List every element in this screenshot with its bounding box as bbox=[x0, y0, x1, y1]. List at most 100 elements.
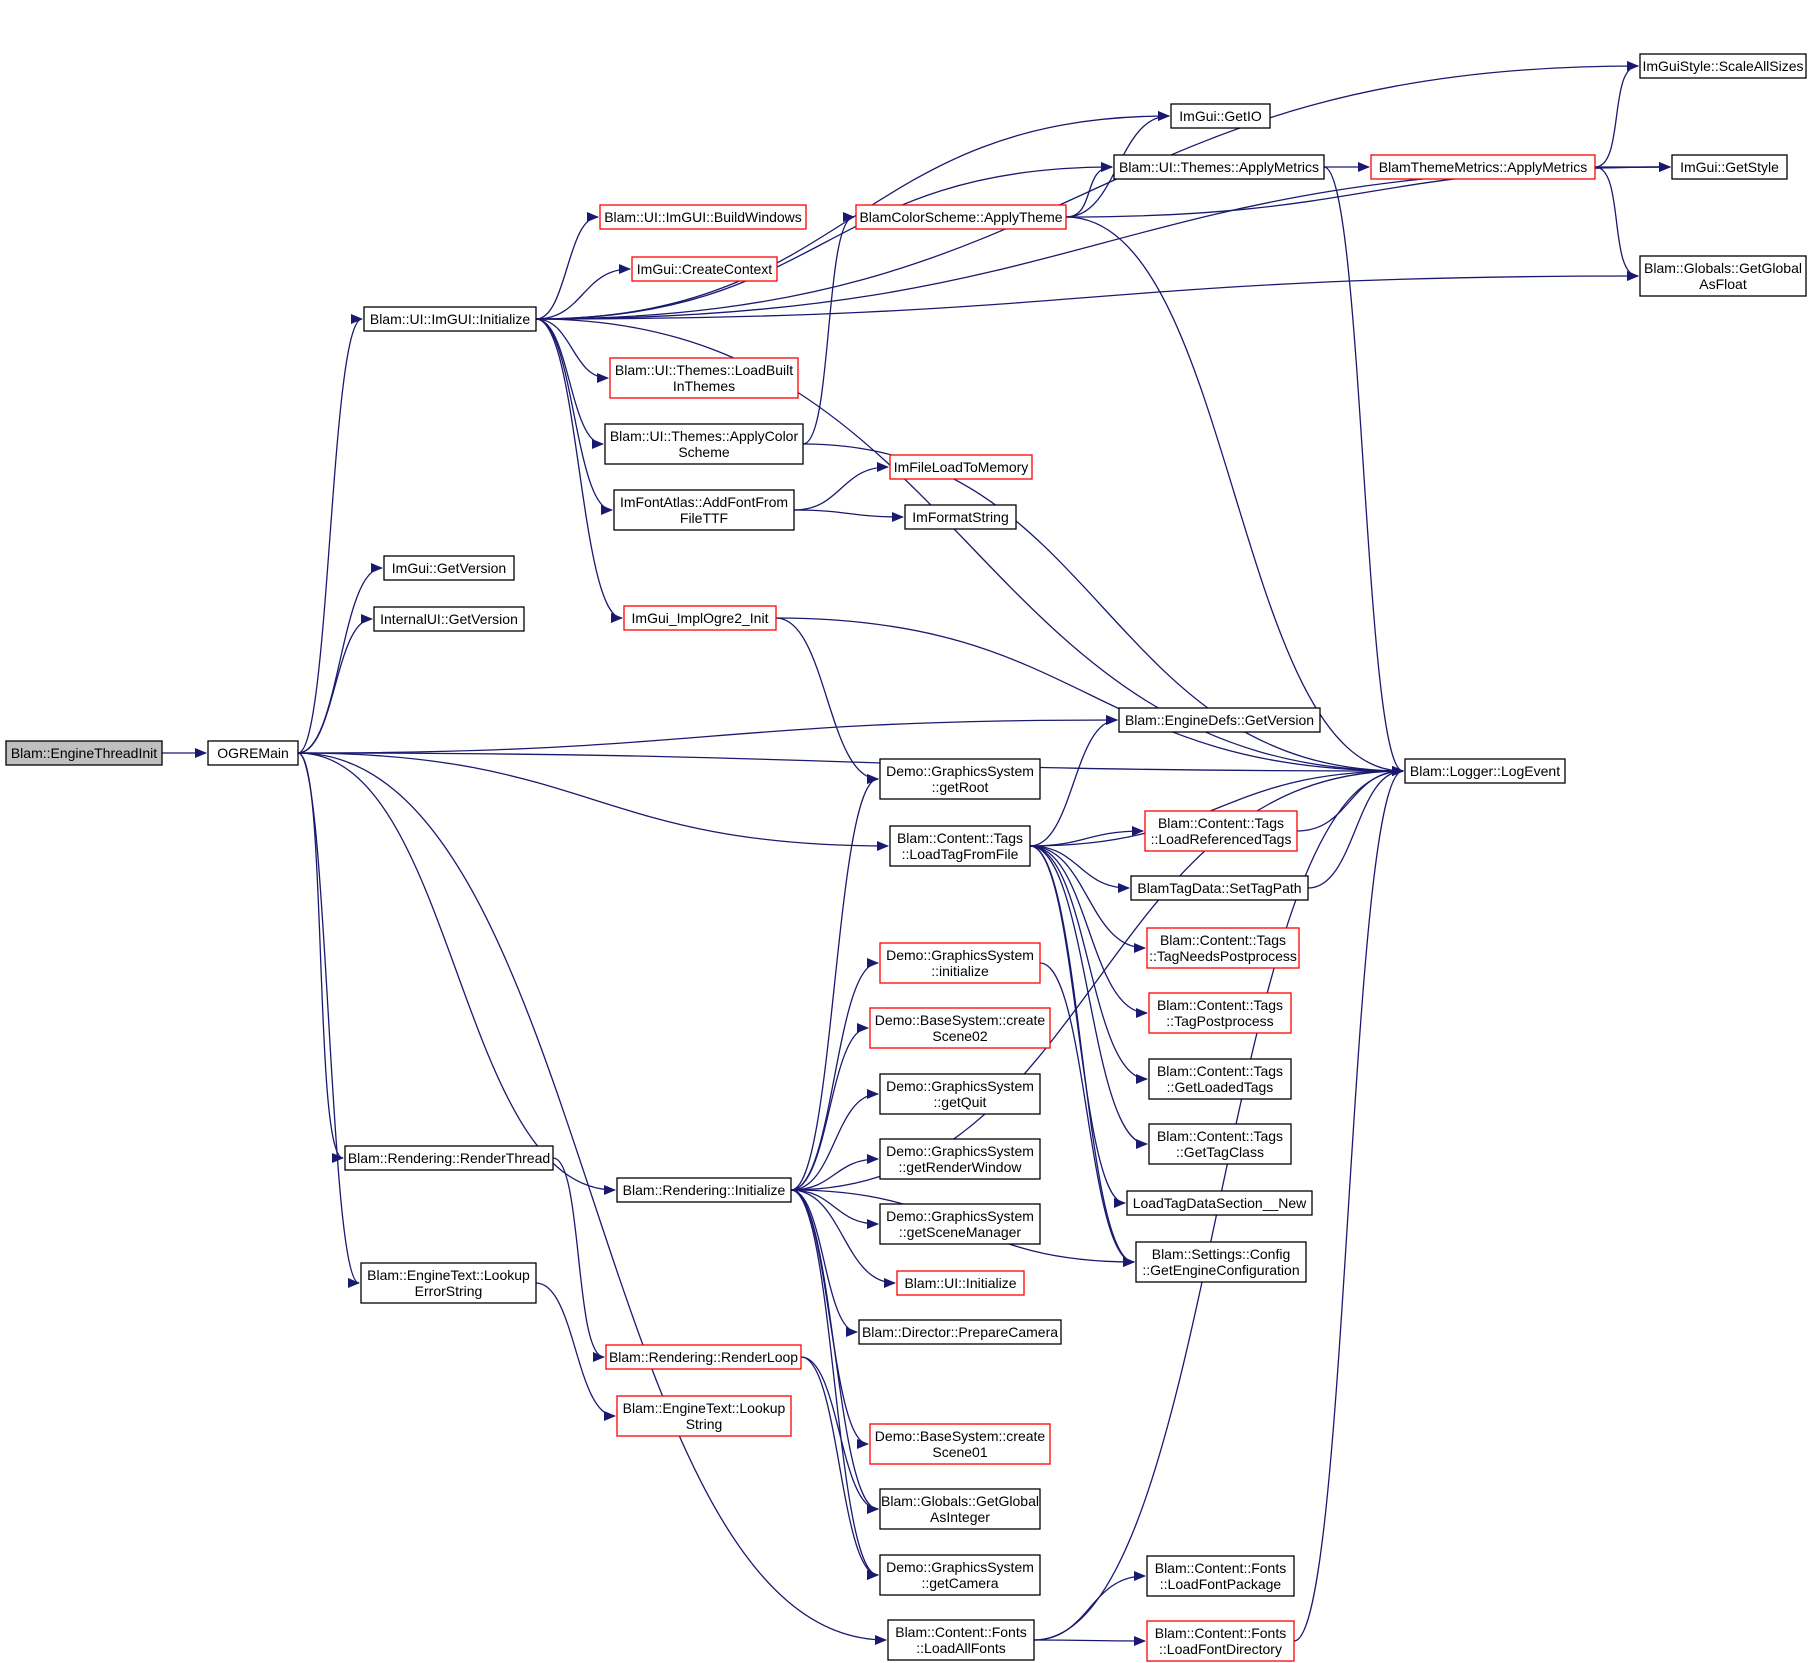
node-label: Blam::UI::Themes::ApplyColor bbox=[610, 428, 799, 444]
call-edge bbox=[1029, 845, 1148, 1084]
node-label: Blam::Content::Tags bbox=[1160, 932, 1286, 948]
graph-node-imgui-getversion[interactable]: ImGui::GetVersion bbox=[383, 555, 515, 581]
node-label: String bbox=[686, 1416, 723, 1432]
node-label: Blam::Content::Fonts bbox=[895, 1624, 1027, 1640]
call-edge bbox=[790, 1023, 869, 1191]
graph-node-internalui-getversion[interactable]: InternalUI::GetVersion bbox=[373, 606, 525, 632]
node-label: Demo::BaseSystem::create bbox=[875, 1428, 1046, 1444]
call-edge bbox=[1307, 766, 1404, 889]
graph-node-ui-initialize[interactable]: Blam::UI::Initialize bbox=[896, 1270, 1025, 1296]
call-edge bbox=[790, 958, 879, 1191]
call-edge bbox=[297, 752, 889, 851]
node-box bbox=[904, 504, 1017, 530]
graph-node-color-scheme-apply-theme[interactable]: BlamColorScheme::ApplyTheme bbox=[855, 204, 1067, 230]
node-label: BlamColorScheme::ApplyTheme bbox=[859, 209, 1062, 225]
graph-node-imgui-initialize[interactable]: Blam::UI::ImGUI::Initialize bbox=[363, 306, 537, 332]
node-box bbox=[869, 1423, 1051, 1465]
graph-node-get-style[interactable]: ImGui::GetStyle bbox=[1671, 154, 1788, 180]
node-box bbox=[616, 1395, 792, 1437]
graph-node-render-thread[interactable]: Blam::Rendering::RenderThread bbox=[344, 1145, 554, 1171]
graph-node-load-referenced-tags[interactable]: Blam::Content::Tags::LoadReferencedTags bbox=[1144, 810, 1298, 852]
graph-node-gs-get-camera[interactable]: Demo::GraphicsSystem::getCamera bbox=[879, 1554, 1041, 1596]
node-label: AsInteger bbox=[930, 1509, 990, 1525]
graph-node-create-context[interactable]: ImGui::CreateContext bbox=[631, 256, 778, 282]
graph-node-scale-all-sizes[interactable]: ImGuiStyle::ScaleAllSizes bbox=[1639, 53, 1807, 79]
node-label: ::getSceneManager bbox=[899, 1224, 1022, 1240]
graph-node-get-loaded-tags[interactable]: Blam::Content::Tags::GetLoadedTags bbox=[1148, 1058, 1292, 1100]
graph-node-im-file-load[interactable]: ImFileLoadToMemory bbox=[889, 454, 1033, 480]
call-edge bbox=[535, 61, 1639, 320]
graph-node-enginedefs-getversion[interactable]: Blam::EngineDefs::GetVersion bbox=[1118, 707, 1321, 733]
graph-node-load-tag-data-section[interactable]: LoadTagDataSection__New bbox=[1126, 1190, 1313, 1216]
graph-node-im-format-string[interactable]: ImFormatString bbox=[904, 504, 1017, 530]
graph-node-theme-metrics-apply[interactable]: BlamThemeMetrics::ApplyMetrics bbox=[1370, 154, 1596, 180]
node-label: Scene01 bbox=[932, 1444, 987, 1460]
graph-node-gs-get-scene-manager[interactable]: Demo::GraphicsSystem::getSceneManager bbox=[879, 1203, 1041, 1245]
node-box bbox=[383, 555, 515, 581]
graph-node-gs-get-render-window[interactable]: Demo::GraphicsSystem::getRenderWindow bbox=[879, 1138, 1041, 1180]
graph-node-build-windows[interactable]: Blam::UI::ImGUI::BuildWindows bbox=[599, 204, 807, 230]
graph-node-gs-get-root[interactable]: Demo::GraphicsSystem::getRoot bbox=[879, 758, 1041, 800]
node-label: ::getRoot bbox=[932, 779, 989, 795]
call-edge bbox=[1293, 766, 1404, 1642]
graph-node-set-tag-path[interactable]: BlamTagData::SetTagPath bbox=[1130, 875, 1309, 901]
graph-node-tag-needs-postprocess[interactable]: Blam::Content::Tags::TagNeedsPostprocess bbox=[1146, 927, 1300, 969]
node-label: Blam::Rendering::Initialize bbox=[623, 1182, 786, 1198]
node-box bbox=[1135, 1241, 1307, 1283]
graph-node-gs-initialize[interactable]: Demo::GraphicsSystem::initialize bbox=[879, 942, 1041, 984]
node-box bbox=[1118, 707, 1321, 733]
call-edge bbox=[793, 509, 904, 522]
node-label: ImGui::CreateContext bbox=[637, 261, 772, 277]
graph-node-load-tag-from-file[interactable]: Blam::Content::Tags::LoadTagFromFile bbox=[889, 825, 1031, 867]
graph-node-load-font-package[interactable]: Blam::Content::Fonts::LoadFontPackage bbox=[1146, 1555, 1295, 1597]
graph-node-get-engine-configuration[interactable]: Blam::Settings::Config::GetEngineConfigu… bbox=[1135, 1241, 1307, 1283]
graph-node-load-all-fonts[interactable]: Blam::Content::Fonts::LoadAllFonts bbox=[887, 1619, 1035, 1661]
graph-node-impl-ogre2-init[interactable]: ImGui_ImplOgre2_Init bbox=[623, 605, 777, 631]
node-label: FileTTF bbox=[680, 510, 728, 526]
node-box bbox=[879, 1138, 1041, 1180]
call-edge bbox=[793, 462, 889, 511]
node-label: Demo::BaseSystem::create bbox=[875, 1012, 1046, 1028]
graph-node-load-font-directory[interactable]: Blam::Content::Fonts::LoadFontDirectory bbox=[1146, 1620, 1295, 1662]
call-edge bbox=[790, 774, 879, 1191]
graph-node-engine-thread-init[interactable]: Blam::EngineThreadInit bbox=[5, 740, 163, 766]
node-box bbox=[1113, 154, 1325, 180]
call-edge bbox=[790, 1089, 879, 1191]
node-label: Demo::GraphicsSystem bbox=[886, 1559, 1034, 1575]
graph-node-logger-log-event[interactable]: Blam::Logger::LogEvent bbox=[1404, 758, 1566, 784]
node-label: ImGui::GetStyle bbox=[1680, 159, 1779, 175]
call-edge bbox=[535, 318, 1404, 776]
graph-node-tag-postprocess[interactable]: Blam::Content::Tags::TagPostprocess bbox=[1148, 992, 1292, 1034]
graph-node-ogre-main[interactable]: OGREMain bbox=[207, 740, 299, 766]
graph-node-get-tag-class[interactable]: Blam::Content::Tags::GetTagClass bbox=[1148, 1123, 1292, 1165]
node-label: Demo::GraphicsSystem bbox=[886, 763, 1034, 779]
node-label: Blam::Logger::LogEvent bbox=[1410, 763, 1560, 779]
call-edge bbox=[775, 617, 879, 784]
node-label: Blam::UI::ImGUI::Initialize bbox=[370, 311, 530, 327]
graph-node-render-loop[interactable]: Blam::Rendering::RenderLoop bbox=[605, 1344, 802, 1370]
call-edge bbox=[297, 614, 373, 754]
graph-node-rendering-initialize[interactable]: Blam::Rendering::Initialize bbox=[616, 1177, 792, 1203]
node-box bbox=[1170, 103, 1271, 129]
node-label: LoadTagDataSection__New bbox=[1133, 1195, 1307, 1211]
call-edge bbox=[535, 318, 604, 449]
node-label: Blam::EngineDefs::GetVersion bbox=[1125, 712, 1314, 728]
graph-node-gs-get-quit[interactable]: Demo::GraphicsSystem::getQuit bbox=[879, 1073, 1041, 1115]
node-box bbox=[889, 454, 1033, 480]
node-box bbox=[599, 204, 807, 230]
node-box bbox=[1146, 927, 1300, 969]
graph-node-themes-apply-metrics[interactable]: Blam::UI::Themes::ApplyMetrics bbox=[1113, 154, 1325, 180]
node-box bbox=[1146, 1555, 1295, 1597]
node-label: ::getQuit bbox=[934, 1094, 987, 1110]
graph-node-get-io[interactable]: ImGui::GetIO bbox=[1170, 103, 1271, 129]
graph-node-director-prepare-camera[interactable]: Blam::Director::PrepareCamera bbox=[858, 1319, 1062, 1345]
